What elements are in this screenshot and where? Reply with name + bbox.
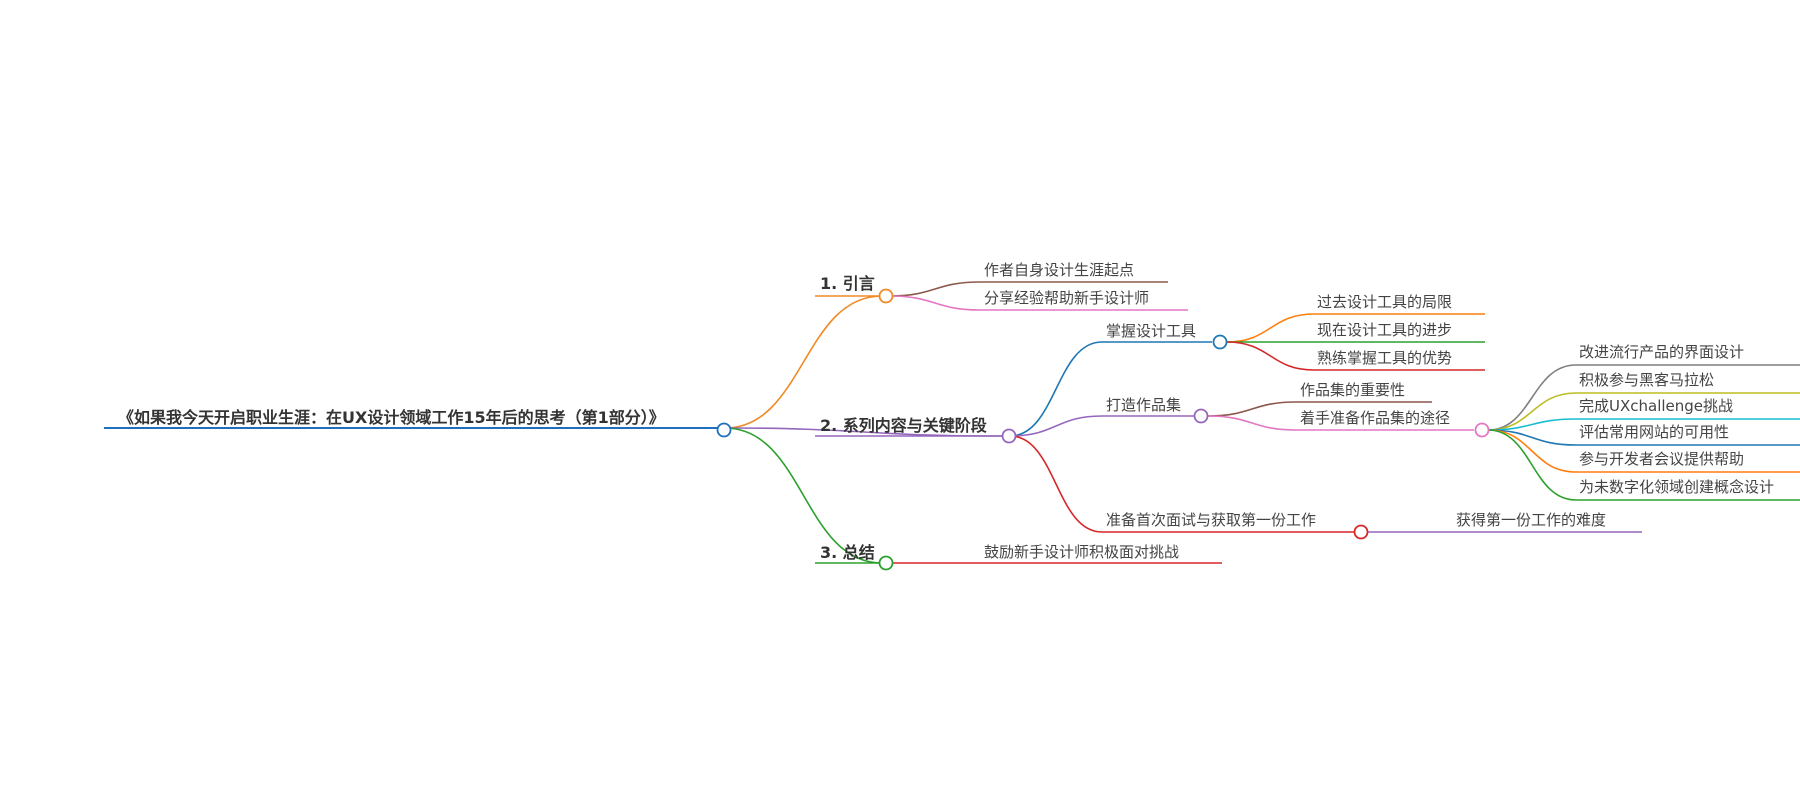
branch-intro-label[interactable]: 1. 引言	[820, 274, 875, 293]
edge-portfolio-c1	[1207, 415, 1297, 431]
node-interview	[1353, 524, 1369, 540]
topic-build-portfolio[interactable]: 打造作品集	[1106, 396, 1182, 414]
topic-encourage-designers[interactable]: 鼓励新手设计师积极面对挑战	[984, 543, 1180, 561]
edge-series-tools	[1009, 341, 1103, 437]
node-intro	[878, 288, 894, 304]
node-portfolio-approaches	[1474, 422, 1490, 438]
branch-summary-label[interactable]: 3. 总结	[820, 543, 875, 562]
edge-approach-c1	[1487, 392, 1577, 431]
topic-first-job-difficulty[interactable]: 获得第一份工作的难度	[1456, 511, 1607, 529]
topic-portfolio-approaches[interactable]: 着手准备作品集的途径	[1300, 409, 1451, 427]
topic-concept-design[interactable]: 为未数字化领域创建概念设计	[1579, 478, 1775, 496]
topic-tools-past-limits[interactable]: 过去设计工具的局限	[1317, 293, 1453, 311]
node-series	[1001, 428, 1017, 444]
node-root	[716, 422, 732, 438]
topic-portfolio-importance[interactable]: 作品集的重要性	[1300, 381, 1406, 399]
topic-tools-mastery-advantage[interactable]: 熟练掌握工具的优势	[1317, 349, 1453, 367]
edge-series-interview	[1009, 435, 1103, 533]
edge-intro-c0	[889, 281, 981, 297]
branch-series-content-label[interactable]: 2. 系列内容与关键阶段	[820, 416, 987, 435]
topic-first-interview[interactable]: 准备首次面试与获取第一份工作	[1106, 511, 1317, 529]
topic-improve-popular-ui[interactable]: 改进流行产品的界面设计	[1579, 343, 1745, 361]
edge-approach-c5	[1487, 429, 1577, 501]
topic-share-experience[interactable]: 分享经验帮助新手设计师	[984, 289, 1150, 307]
topic-developer-conferences[interactable]: 参与开发者会议提供帮助	[1579, 450, 1745, 468]
edge-approach-c0	[1487, 364, 1577, 431]
topic-hackathons[interactable]: 积极参与黑客马拉松	[1579, 371, 1715, 389]
edge-tools-c0	[1226, 313, 1315, 343]
root-topic-label[interactable]: 《如果我今天开启职业生涯：在UX设计领域工作15年后的思考（第1部分）》	[118, 408, 665, 427]
edge-intro-c1	[889, 295, 981, 311]
topic-master-tools[interactable]: 掌握设计工具	[1106, 322, 1197, 340]
edge-series-portfolio	[1009, 415, 1103, 437]
edge-root-summary	[724, 427, 883, 564]
edge-tools-c2	[1226, 341, 1315, 371]
node-tools	[1212, 334, 1228, 350]
node-summary	[878, 555, 894, 571]
edge-root-intro	[724, 295, 883, 429]
node-portfolio	[1193, 408, 1209, 424]
topic-ux-challenge[interactable]: 完成UXchallenge挑战	[1579, 397, 1734, 415]
topic-usability-evaluation[interactable]: 评估常用网站的可用性	[1579, 423, 1730, 441]
topic-tools-present-progress[interactable]: 现在设计工具的进步	[1317, 321, 1453, 339]
topic-author-career-start[interactable]: 作者自身设计生涯起点	[984, 261, 1135, 279]
edge-portfolio-c0	[1207, 401, 1297, 417]
